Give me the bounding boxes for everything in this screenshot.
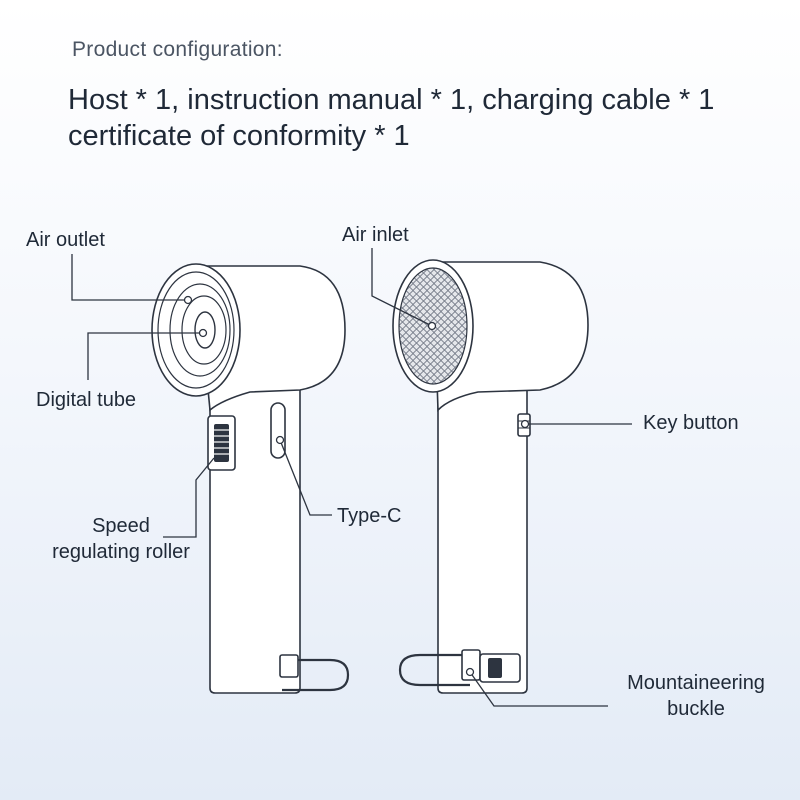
front-device [151,263,350,694]
label-air-inlet: Air inlet [342,224,409,246]
config-text: Host * 1, instruction manual * 1, chargi… [68,82,800,154]
label-speed-line-1: Speed [92,515,150,537]
label-buckle-line-1: Mountaineering [627,672,765,694]
rear-buckle [398,653,470,687]
label-digital-tube: Digital tube [36,389,137,411]
rear-head [432,261,589,412]
label-speed-roller: Speed regulating roller [26,513,216,565]
label-mountaineering-buckle: Mountaineering buckle [606,670,786,722]
label-type-c: Type-C [337,505,402,527]
config-line-2: certificate of conformity * 1 [68,120,410,152]
leader-dots [183,295,530,677]
label-speed-line-2: regulating roller [52,541,190,563]
leader-lines [71,248,632,707]
section-heading: Product configuration: [72,38,283,61]
speed-roller [214,424,229,462]
rear-device [392,259,589,694]
front-buckle [282,658,350,692]
rear-handle [437,379,528,694]
config-line-1: Host * 1, instruction manual * 1, chargi… [68,84,715,116]
label-key-button: Key button [643,412,739,434]
label-air-outlet: Air outlet [26,229,105,251]
label-buckle-line-2: buckle [667,698,725,720]
type-c-port [270,402,286,459]
